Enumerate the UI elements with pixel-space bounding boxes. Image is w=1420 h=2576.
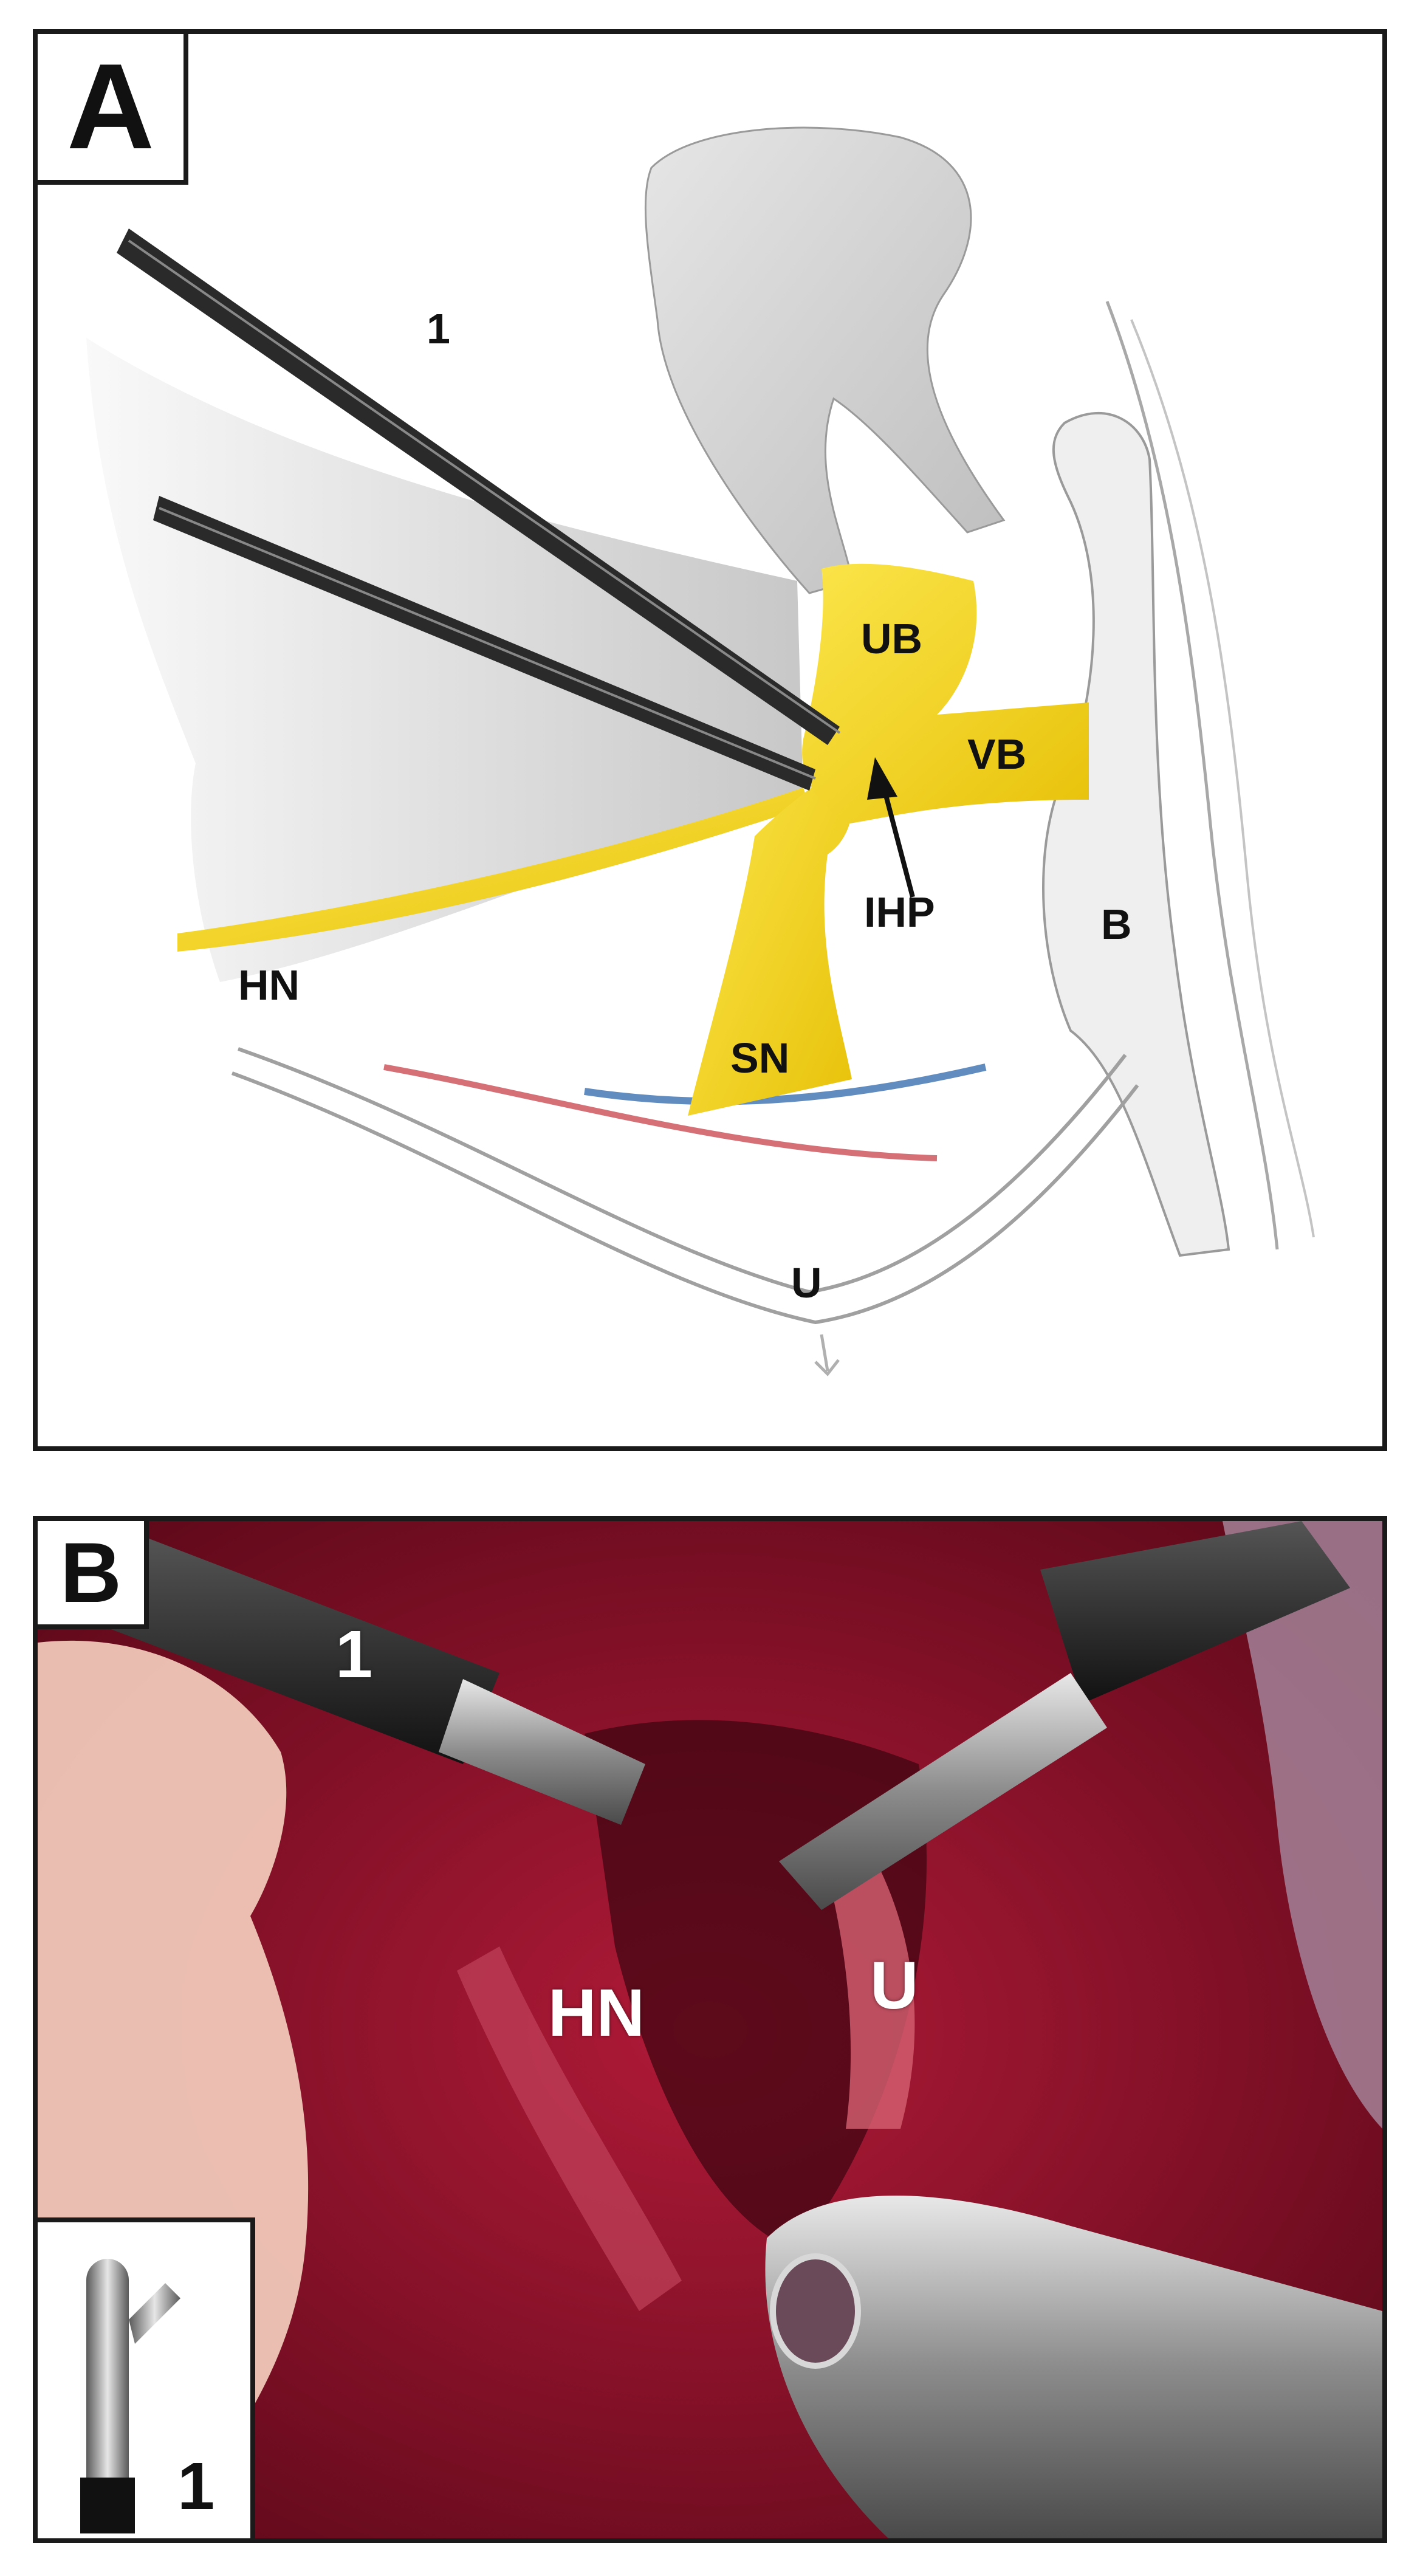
panel-a-letter: A	[38, 34, 188, 185]
bladder-shape	[1042, 411, 1230, 1257]
instrument-1-tip	[439, 1679, 645, 1825]
ureter-line-outer	[238, 1047, 1127, 1294]
ureter-band	[828, 1861, 915, 2129]
photo-label-hn: HN	[548, 1976, 645, 2050]
photo-label-instrument-1: 1	[335, 1617, 373, 1692]
ureter-line-inner	[231, 1071, 1139, 1325]
instrument-inset-drawing	[80, 2259, 180, 2533]
label-u: U	[791, 1259, 822, 1307]
grasper-tip	[779, 1673, 1107, 1910]
label-ihp: IHP	[864, 888, 935, 936]
label-ub: UB	[861, 615, 923, 662]
mesorectum-fan	[86, 338, 803, 982]
grasper-shaft	[1040, 1521, 1350, 1703]
label-b: B	[1101, 901, 1132, 948]
label-sn: SN	[730, 1034, 790, 1082]
label-vb: VB	[967, 730, 1027, 778]
suction-instrument	[765, 2196, 1382, 2538]
vein-line	[584, 1063, 987, 1105]
label-instrument-1: 1	[427, 305, 450, 352]
photo-label-u: U	[870, 1948, 919, 2023]
hypogastric-nerve	[177, 788, 809, 952]
uterine-branch	[802, 563, 1089, 824]
instrument-1-shaft	[98, 1533, 499, 1764]
label-hn: HN	[238, 961, 300, 1009]
peritoneum-right	[1223, 1521, 1382, 2129]
splanchnic-nerve	[688, 751, 854, 1116]
panel-b-letter: B	[38, 1521, 149, 1629]
anatomical-drawing	[86, 126, 1315, 1376]
instrument-inset: 1	[38, 2217, 255, 2538]
uterus-shape	[644, 126, 1006, 594]
artery-line	[383, 1064, 938, 1161]
hypogastric-nerve-band	[457, 1946, 682, 2311]
inset-label-1: 1	[177, 2449, 215, 2524]
ihp-arrow	[880, 780, 915, 898]
suction-opening	[770, 2253, 861, 2369]
panel-a-illustration: A 1 UB VB IHP HN SN B U	[33, 29, 1387, 1451]
panel-b-photo: B 1 HN U 1	[33, 1516, 1387, 2543]
